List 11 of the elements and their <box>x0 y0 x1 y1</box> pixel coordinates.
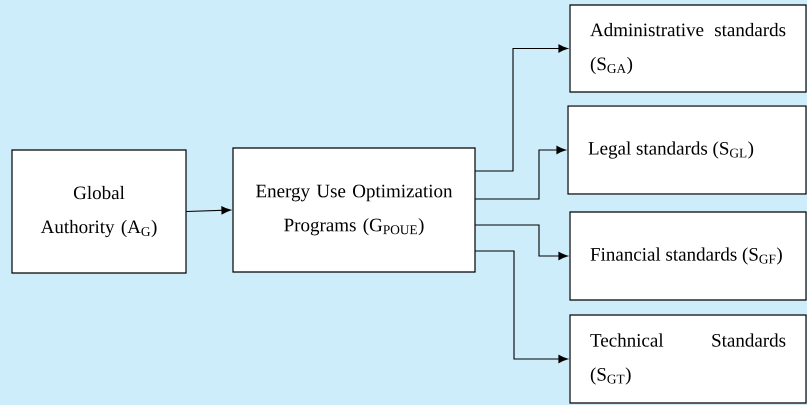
process-box: Energy Use Optimization Programs (G$_{POUE}$) <box>232 147 476 273</box>
arrow <box>476 146 566 200</box>
process-box: Financial standards (S$_{GF}$) <box>569 211 807 301</box>
arrow <box>476 44 568 172</box>
process-box: Legal standards (S$_{GL}$) <box>567 105 807 195</box>
arrow <box>476 250 568 364</box>
process-box: Global Authority (A$_{G}$) <box>11 149 187 274</box>
arrow <box>476 224 568 260</box>
process-box: Administrative standards (S$_{GA}$) <box>569 4 807 93</box>
process-box: Technical Standards (S$_{GT}$) <box>569 314 807 404</box>
arrow <box>186 206 231 214</box>
